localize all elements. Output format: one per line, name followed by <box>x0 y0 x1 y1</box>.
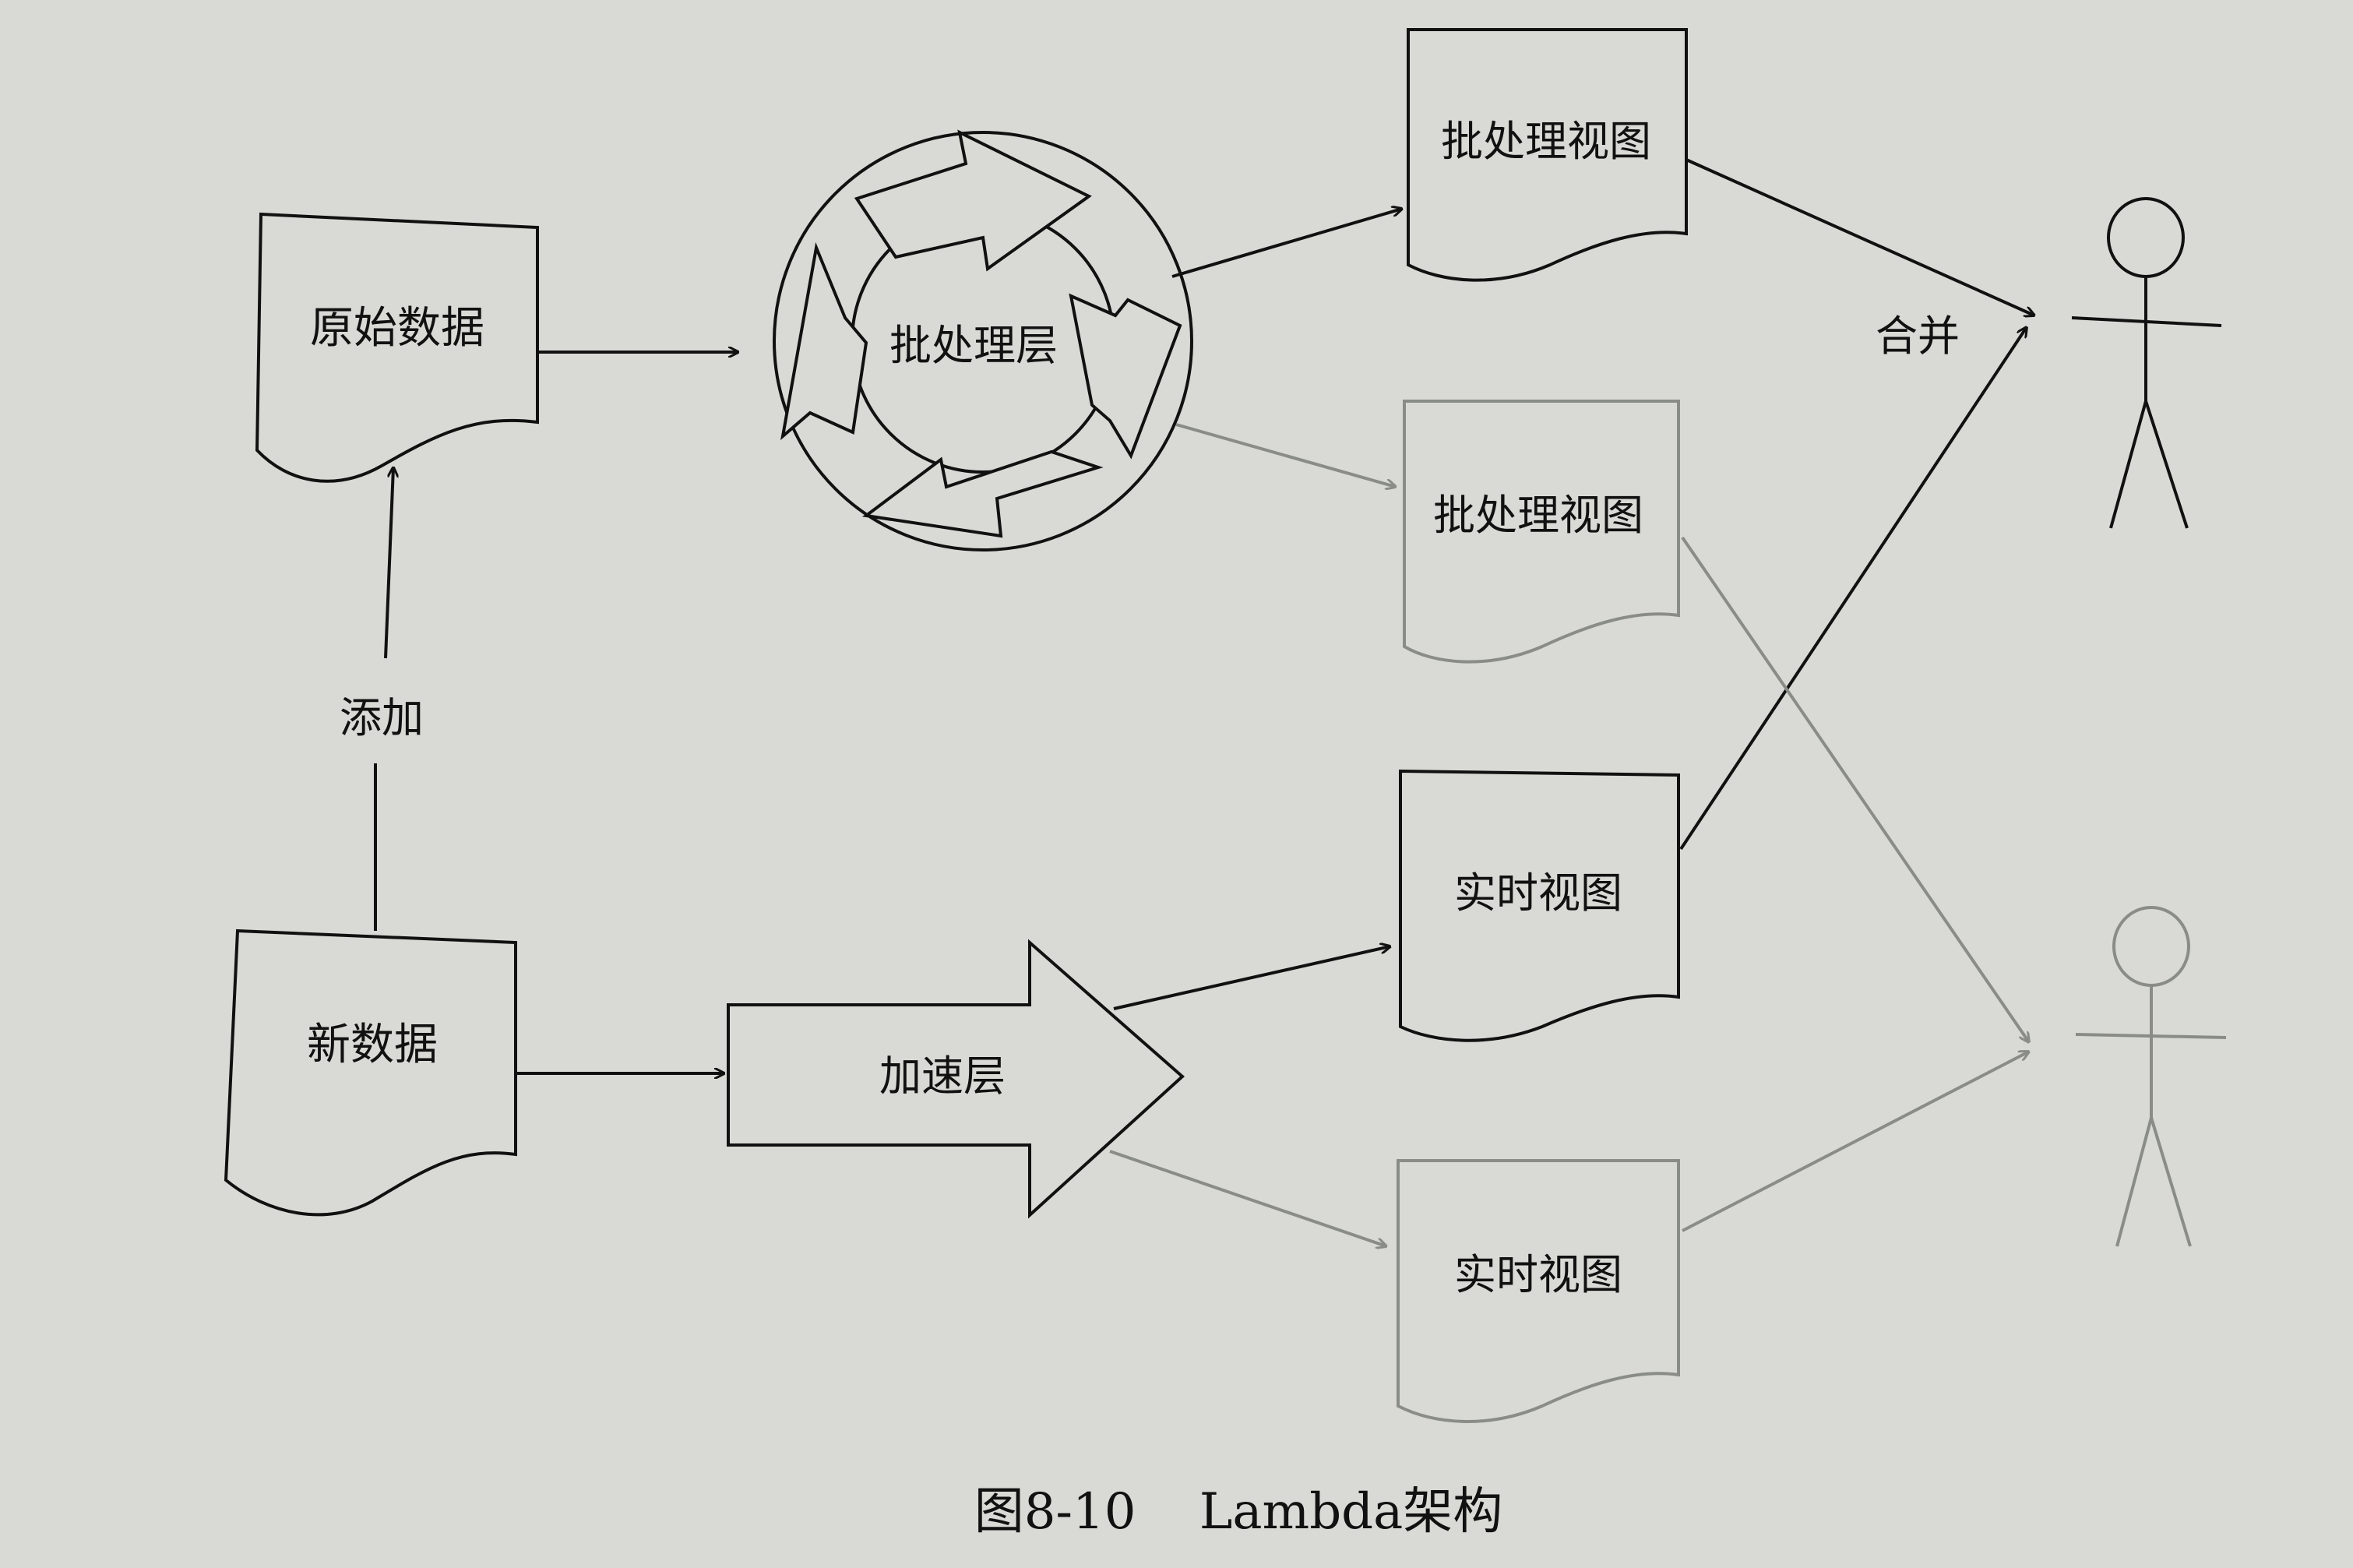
batch-view-2-document: 批处理视图 <box>1403 400 1680 664</box>
realtime-view2-to-user2-arrow <box>1682 1052 2029 1232</box>
batch-view-1-document: 批处理视图 <box>1407 28 1688 282</box>
figure-caption: 图8-10 Lambda架构 <box>974 1483 1503 1541</box>
speed-layer-label: 加速层 <box>879 1052 1006 1101</box>
batch-to-view2-arrow <box>1175 423 1396 487</box>
append-edge: 添加 <box>340 467 424 931</box>
realtime-view-2-document: 实时视图 <box>1397 1159 1680 1423</box>
speed-to-realtime1-arrow <box>1113 946 1390 1010</box>
batch-view2-to-user2-arrow <box>1681 536 2029 1042</box>
batch-view1-to-user1-arrow <box>1685 158 2034 315</box>
realtime-view-2-label: 实时视图 <box>1454 1250 1622 1299</box>
batch-view-2-label: 批处理视图 <box>1433 491 1643 540</box>
new-data-document: 新数据 <box>224 928 517 1217</box>
raw-data-label: 原始数据 <box>310 303 484 354</box>
batch-layer-label: 批处理层 <box>889 321 1058 370</box>
realtime-view-1-label: 实时视图 <box>1454 869 1622 918</box>
merge-label: 合并 <box>1876 312 1960 361</box>
realtime-view-1-document: 实时视图 <box>1399 769 1680 1042</box>
user-1-figure <box>2071 197 2222 529</box>
user-2-figure <box>2075 906 2227 1247</box>
batch-to-view1-arrow <box>1171 209 1402 278</box>
raw-data-document: 原始数据 <box>255 212 539 483</box>
batch-layer-cycle: 批处理层 <box>773 129 1193 551</box>
append-label: 添加 <box>340 693 424 742</box>
realtime-view1-to-user1-arrow <box>1679 327 2027 851</box>
speed-to-realtime2-arrow <box>1109 1150 1386 1246</box>
batch-view-1-label: 批处理视图 <box>1441 117 1651 166</box>
new-data-label: 新数据 <box>307 1020 438 1070</box>
speed-layer-arrow: 加速层 <box>727 939 1185 1219</box>
